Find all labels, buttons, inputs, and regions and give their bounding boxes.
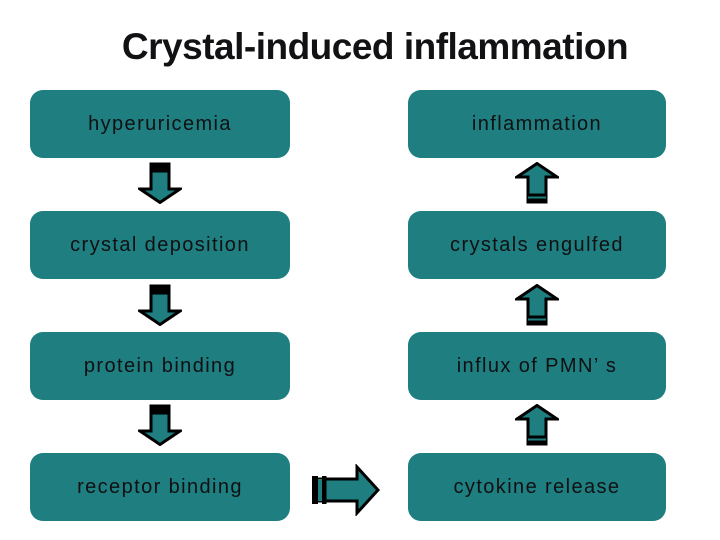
slide-title: Crystal-induced inflammation	[121, 26, 629, 67]
up-arrow-icon	[515, 404, 559, 446]
flow-box-receptor-binding: receptor binding	[30, 453, 290, 521]
flow-box-protein-binding: protein binding	[30, 332, 290, 400]
down-arrow-icon	[138, 162, 182, 204]
up-arrow-icon	[515, 162, 559, 204]
flow-box-influx-of-pmns: influx of PMN’ s	[408, 332, 666, 400]
flow-box-hyperuricemia: hyperuricemia	[30, 90, 290, 158]
flow-box-label: cytokine release	[453, 475, 621, 498]
flow-box-crystal-deposition: crystal deposition	[30, 211, 290, 279]
right-arrow-icon	[312, 464, 380, 516]
flow-box-label: crystals engulfed	[450, 233, 624, 256]
flow-box-label: protein binding	[83, 354, 237, 377]
flow-box-label: influx of PMN’ s	[456, 354, 618, 377]
down-arrow-icon	[138, 284, 182, 326]
flow-box-label: hyperuricemia	[88, 112, 232, 135]
flow-box-cytokine-release: cytokine release	[408, 453, 666, 521]
flow-box-label: receptor binding	[77, 475, 243, 498]
down-arrow-icon	[138, 404, 182, 446]
flow-box-label: crystal deposition	[70, 233, 250, 256]
up-arrow-icon	[515, 284, 559, 326]
flow-box-label: inflammation	[471, 112, 603, 135]
flow-box-inflammation: inflammation	[408, 90, 666, 158]
flow-box-crystals-engulfed: crystals engulfed	[408, 211, 666, 279]
